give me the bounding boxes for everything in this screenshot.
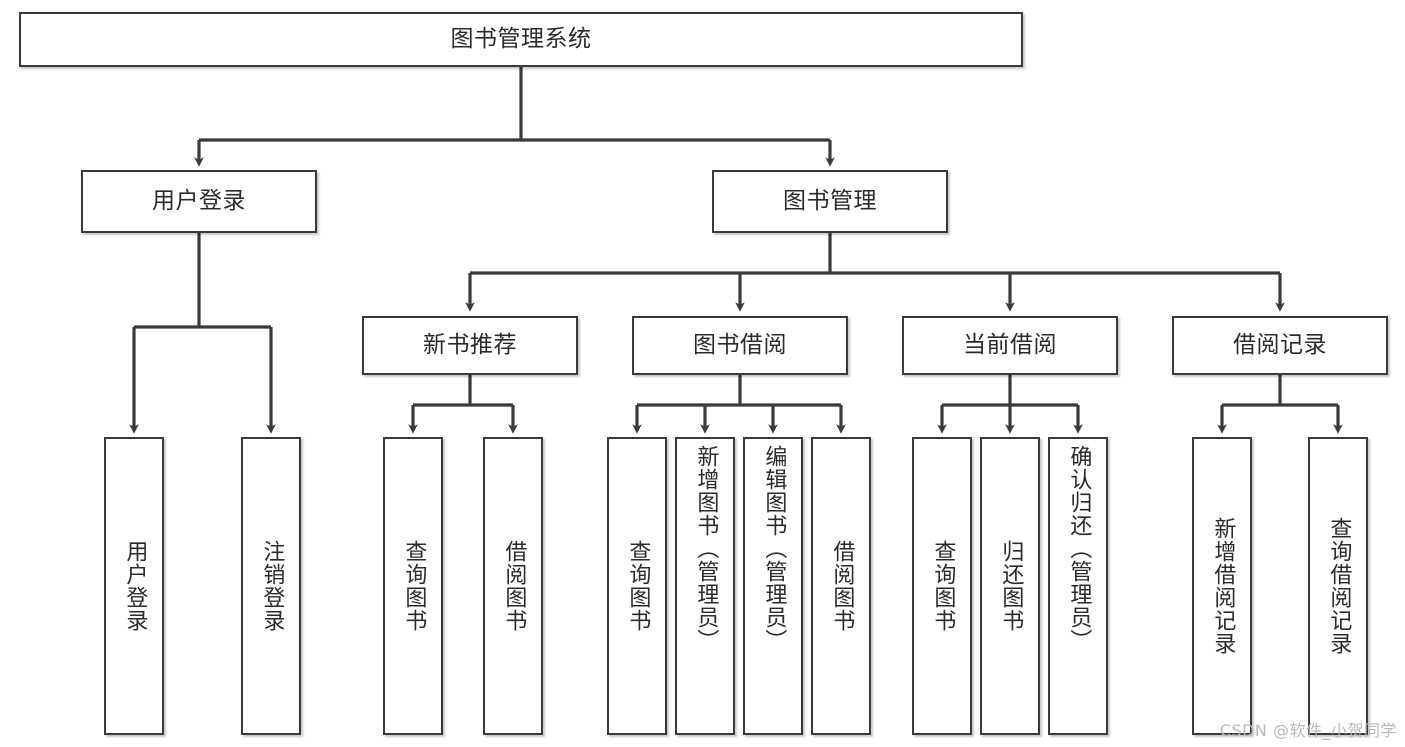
leaf-query-book-recommend[interactable]: 查询图书 xyxy=(383,437,443,735)
node-label: 归还图书 xyxy=(998,540,1024,632)
node-current-borrow[interactable]: 当前借阅 xyxy=(902,316,1118,375)
leaf-query-book-borrow[interactable]: 查询图书 xyxy=(607,437,667,735)
leaf-borrow-book-recommend[interactable]: 借阅图书 xyxy=(483,437,543,735)
leaf-add-book-admin[interactable]: 新增图书（管理员） xyxy=(675,437,735,735)
node-borrow-record[interactable]: 借阅记录 xyxy=(1172,316,1388,375)
node-label: 查询借阅记录 xyxy=(1326,517,1352,655)
leaf-return-book[interactable]: 归还图书 xyxy=(980,437,1040,735)
node-label: 图书管理 xyxy=(783,187,877,214)
leaf-confirm-return-admin[interactable]: 确认归还（管理员） xyxy=(1048,437,1108,735)
leaf-query-book-current[interactable]: 查询图书 xyxy=(912,437,972,735)
node-label: 新增图书（管理员） xyxy=(693,445,719,652)
node-label: 查询图书 xyxy=(625,540,651,632)
node-label: 图书管理系统 xyxy=(450,25,592,52)
node-label: 注销登录 xyxy=(259,540,285,632)
node-label: 编辑图书（管理员） xyxy=(761,445,787,652)
node-book-borrow[interactable]: 图书借阅 xyxy=(632,316,848,375)
node-new-book-recommend[interactable]: 新书推荐 xyxy=(362,316,578,375)
leaf-query-borrow-record[interactable]: 查询借阅记录 xyxy=(1308,437,1368,735)
node-label: 确认归还（管理员） xyxy=(1066,445,1092,652)
node-root-book-management-system[interactable]: 图书管理系统 xyxy=(19,12,1023,67)
node-book-management[interactable]: 图书管理 xyxy=(712,170,948,233)
leaf-logout[interactable]: 注销登录 xyxy=(241,437,301,735)
node-user-login[interactable]: 用户登录 xyxy=(81,170,317,233)
node-label: 用户登录 xyxy=(122,540,148,632)
node-label: 图书借阅 xyxy=(693,331,787,358)
node-label: 查询图书 xyxy=(930,540,956,632)
leaf-edit-book-admin[interactable]: 编辑图书（管理员） xyxy=(743,437,803,735)
leaf-borrow-book[interactable]: 借阅图书 xyxy=(811,437,871,735)
node-label: 借阅图书 xyxy=(829,540,855,632)
node-label: 新增借阅记录 xyxy=(1210,517,1236,655)
node-label: 查询图书 xyxy=(401,540,427,632)
node-label: 新书推荐 xyxy=(423,331,517,358)
node-label: 借阅记录 xyxy=(1233,331,1327,358)
leaf-user-login[interactable]: 用户登录 xyxy=(104,437,164,735)
node-label: 用户登录 xyxy=(152,187,246,214)
watermark: CSDN @软件_小贺同学 xyxy=(1219,721,1397,740)
node-label: 当前借阅 xyxy=(963,331,1057,358)
node-label: 借阅图书 xyxy=(501,540,527,632)
leaf-add-borrow-record[interactable]: 新增借阅记录 xyxy=(1192,437,1252,735)
